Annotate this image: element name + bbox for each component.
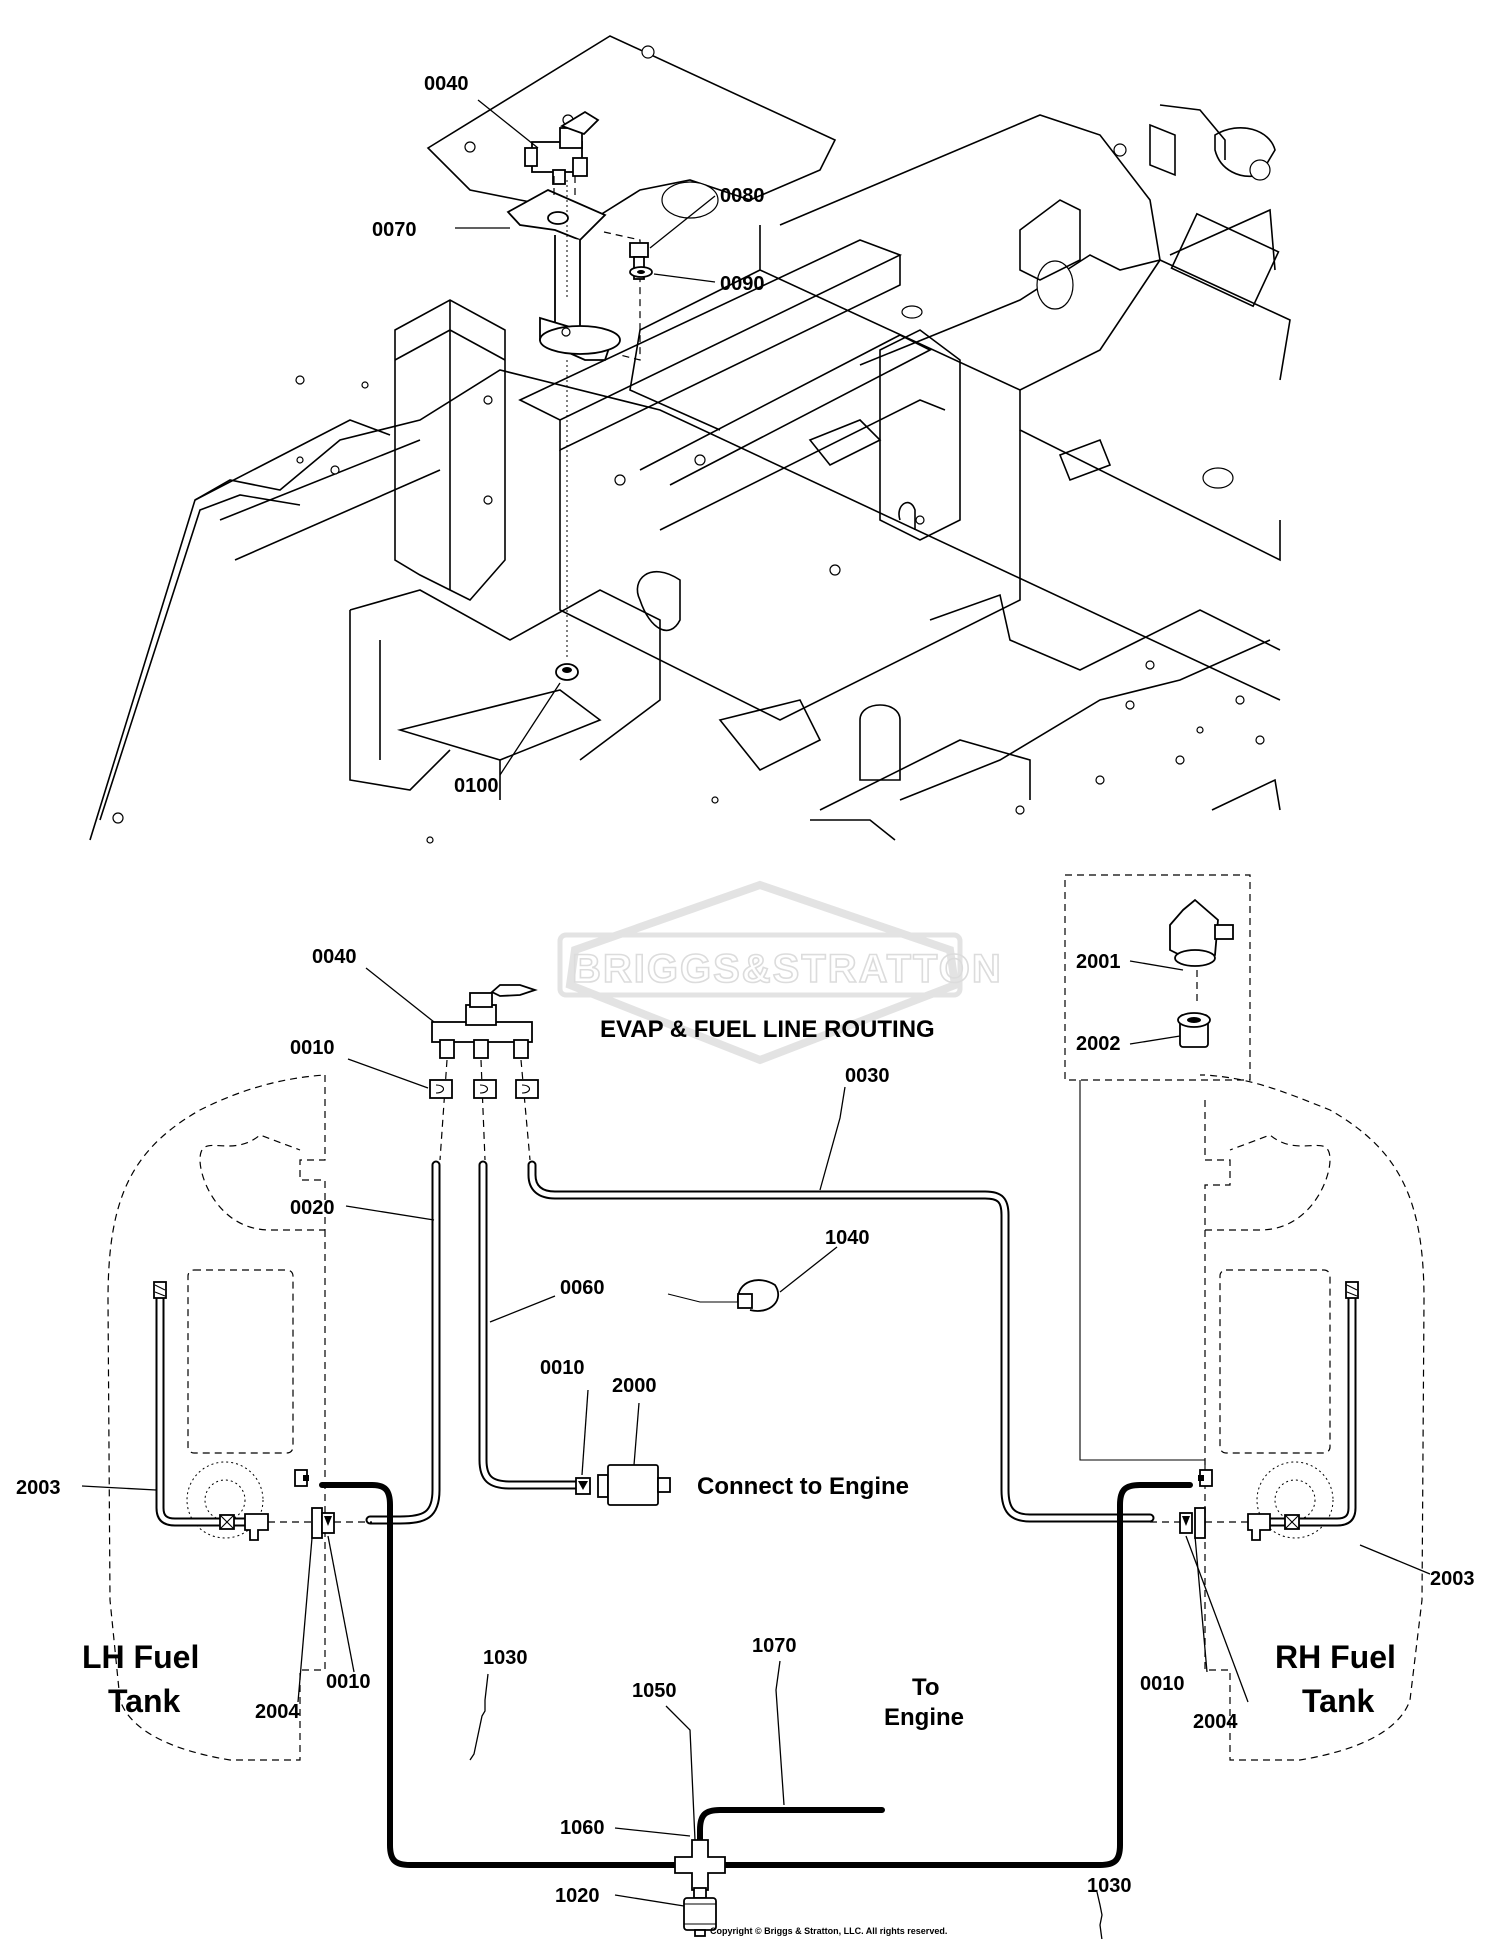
callout-1030-left: 1030 [483, 1647, 528, 1669]
routing-leaders [81, 960, 1431, 1941]
callout-2004-left: 2004 [255, 1701, 300, 1723]
hose-clips-top [429, 1079, 539, 1099]
inline-fuel-filter-1020 [683, 1887, 717, 1937]
bracket-washer [629, 266, 653, 278]
callout-1070: 1070 [752, 1635, 797, 1657]
callout-0070: 0070 [372, 219, 417, 241]
callout-2002: 2002 [1076, 1033, 1121, 1055]
callout-2003-left: 2003 [16, 1477, 61, 1499]
lh-tank-label-2: Tank [108, 1683, 181, 1719]
frame-leaders [455, 99, 716, 776]
callout-0080: 0080 [720, 185, 765, 207]
callout-1060: 1060 [560, 1817, 605, 1839]
callout-1040: 1040 [825, 1227, 870, 1249]
valve-connection-dashes [439, 1059, 531, 1161]
callout-0010-top: 0010 [290, 1037, 335, 1059]
shutoff-valve-frame [524, 110, 600, 185]
fuel-filter-2000 [575, 1464, 671, 1506]
lh-tank-label-1: LH Fuel [82, 1639, 199, 1675]
note-to-engine-1: To [912, 1674, 940, 1701]
vent-line [1079, 1080, 1206, 1475]
fuel-lines [319, 1482, 1193, 1933]
copyright-notice: Copyright © Briggs & Stratton, LLC. All … [710, 1926, 947, 1936]
hose-end-fittings [153, 1281, 1359, 1299]
note-to-engine-2: Engine [884, 1704, 964, 1731]
evap-hoses [155, 1160, 1357, 1527]
rh-fuel-tank-outline [1200, 1074, 1425, 1761]
watermark-text: BRIGGS&STRATTON [572, 947, 1003, 991]
briggs-stratton-watermark: BRIGGS&STRATTON [557, 880, 1003, 1065]
callout-0040-frame: 0040 [424, 73, 469, 95]
callout-1020: 1020 [555, 1885, 600, 1907]
shutoff-valve [431, 984, 538, 1059]
evap-vent-box [1064, 874, 1251, 1081]
callout-1030-right: 1030 [1087, 1875, 1132, 1897]
rh-tank-label-2: Tank [1302, 1683, 1375, 1719]
rh-tank-fittings [1150, 1469, 1300, 1541]
routing-title: EVAP & FUEL LINE ROUTING [600, 1016, 935, 1043]
valve-axis-lines [553, 176, 576, 200]
callout-0030: 0030 [845, 1065, 890, 1087]
frame-illustration [89, 35, 1291, 844]
rh-tank-label-1: RH Fuel [1275, 1639, 1396, 1675]
cross-fitting [674, 1839, 726, 1891]
note-connect-to-engine: Connect to Engine [697, 1473, 909, 1500]
callout-0090: 0090 [720, 273, 765, 295]
callout-2000: 2000 [612, 1375, 657, 1397]
callout-0010-left: 0010 [326, 1671, 371, 1693]
zip-tie [667, 1279, 780, 1312]
lh-tank-fittings [219, 1469, 372, 1541]
callout-0010-mid: 0010 [540, 1357, 585, 1379]
callout-0060: 0060 [560, 1277, 605, 1299]
callout-0020: 0020 [290, 1197, 335, 1219]
callout-0010-right: 0010 [1140, 1673, 1185, 1695]
callout-2004-right: 2004 [1193, 1711, 1238, 1733]
callout-0040: 0040 [312, 946, 357, 968]
callout-1050: 1050 [632, 1680, 677, 1702]
callout-2003-right: 2003 [1430, 1568, 1475, 1590]
callout-2001: 2001 [1076, 951, 1121, 973]
callout-0100: 0100 [454, 775, 499, 797]
valve-bracket [506, 188, 641, 361]
bracket-nut [555, 663, 579, 681]
